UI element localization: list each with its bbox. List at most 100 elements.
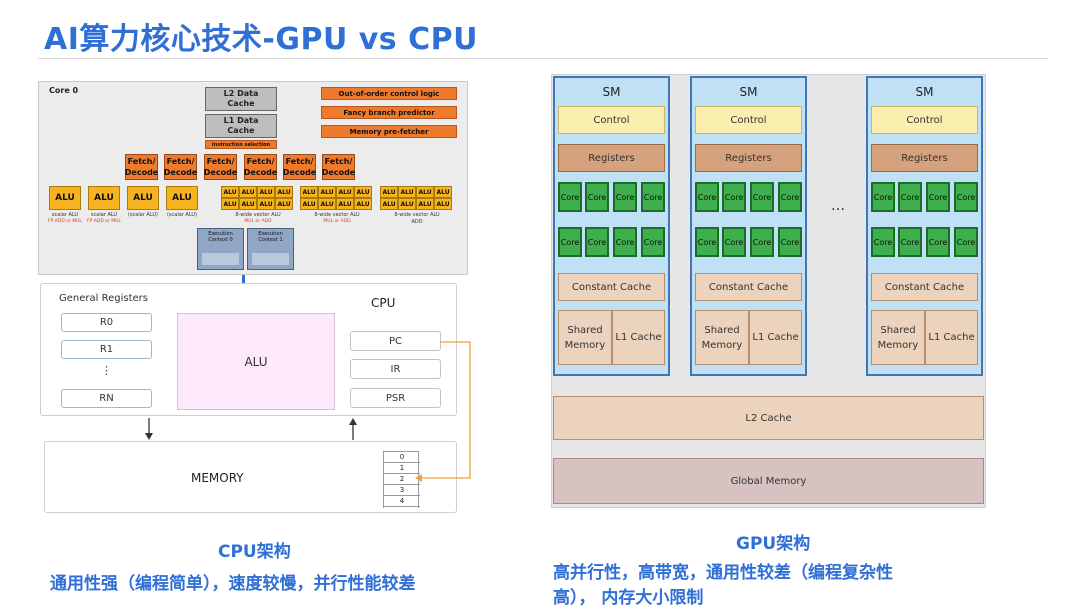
sm-registers: Registers	[558, 144, 665, 172]
l1-cache: L1 Cache	[749, 310, 802, 365]
scalar-alu-label: scalar ALU	[90, 212, 118, 218]
vector-alu-label: 8-wide vector ALU	[314, 212, 360, 218]
scalar-alu: ALU	[166, 186, 198, 210]
gpu-core: Core	[585, 182, 609, 212]
sm-ellipsis: …	[831, 198, 845, 214]
memory-address: 3	[384, 485, 420, 496]
gpu-caption-desc-line2: 高）， 内存大小限制	[553, 588, 704, 608]
streaming-multiprocessor: SM Control Registers Core Core Core Core…	[553, 76, 670, 376]
vector-alu-group: ALU ALU ALU ALU ALU ALU ALU ALU	[300, 186, 374, 210]
gpu-core: Core	[778, 182, 802, 212]
l1-cache: L1 Cache	[925, 310, 978, 365]
memory-label: MEMORY	[191, 471, 244, 485]
vector-alu-lane: ALU	[257, 186, 275, 198]
cpu-caption-title: CPU架构	[218, 542, 291, 562]
vector-alu-op: MUL or ADD	[323, 219, 351, 224]
vector-alu-lane: ALU	[416, 186, 434, 198]
vector-alu-op: ADD	[411, 219, 423, 225]
vector-alu-lane: ALU	[336, 198, 354, 210]
fetch-decode-unit: Fetch/ Decode	[125, 154, 158, 180]
sm-label: SM	[915, 85, 934, 99]
instruction-register: IR	[350, 359, 441, 379]
streaming-multiprocessor: SM Control Registers Core Core Core Core…	[866, 76, 983, 376]
gpu-core: Core	[613, 182, 637, 212]
scalar-alu-op: FP ADD or MUL	[48, 219, 82, 224]
gpu-core: Core	[722, 227, 746, 257]
scalar-alu: ALU	[49, 186, 81, 210]
cpu-architecture: General Registers CPU R0 R1 ⋮ RN ALU PC …	[40, 283, 457, 416]
vector-alu-lane: ALU	[239, 186, 257, 198]
vector-alu-lane: ALU	[300, 198, 318, 210]
general-registers-label: General Registers	[59, 293, 148, 304]
memory-address: 2	[384, 474, 420, 485]
pc-memory-connector	[415, 341, 471, 482]
fetch-decode-unit: Fetch/ Decode	[283, 154, 316, 180]
gpu-core: Core	[898, 227, 922, 257]
gpu-caption-desc-line1: 高并行性，高带宽，通用性较差（编程复杂性	[553, 563, 893, 583]
shared-memory: Shared Memory	[871, 310, 925, 365]
gpu-core: Core	[585, 227, 609, 257]
gpu-core: Core	[695, 182, 719, 212]
gpu-global-memory: Global Memory	[553, 458, 984, 504]
memory-block: MEMORY 0 1 2 3 4	[44, 441, 457, 513]
gpu-core: Core	[750, 182, 774, 212]
execution-context-storage	[202, 253, 239, 265]
scalar-alu: ALU	[127, 186, 159, 210]
gpu-core: Core	[926, 227, 950, 257]
sm-control: Control	[871, 106, 978, 134]
gpu-core: Core	[954, 227, 978, 257]
vector-alu-lane: ALU	[275, 198, 293, 210]
vector-alu-lane: ALU	[398, 186, 416, 198]
cpu-label: CPU	[371, 296, 396, 310]
cpu-caption-desc: 通用性强（编程简单），速度较慢，并行性能较差	[50, 574, 416, 594]
gpu-core: Core	[558, 182, 582, 212]
fetch-decode-unit: Fetch/ Decode	[244, 154, 277, 180]
sm-control: Control	[558, 106, 665, 134]
memory-address: 0	[384, 452, 420, 463]
gpu-caption-title: GPU架构	[736, 534, 811, 554]
l1-cache: L1 Cache	[612, 310, 665, 365]
vector-alu-lane: ALU	[416, 198, 434, 210]
gpu-core: Core	[926, 182, 950, 212]
constant-cache: Constant Cache	[871, 273, 978, 301]
gpu-l2-cache: L2 Cache	[553, 396, 984, 440]
vector-alu-lane: ALU	[318, 186, 336, 198]
gpu-core: Core	[871, 182, 895, 212]
vector-alu-lane: ALU	[300, 186, 318, 198]
vector-alu-lane: ALU	[336, 186, 354, 198]
gpu-core: Core	[613, 227, 637, 257]
vector-alu-lane: ALU	[398, 198, 416, 210]
scalar-alu-op: FP ADD or MUL	[87, 219, 121, 224]
fetch-decode-unit: Fetch/ Decode	[204, 154, 237, 180]
gpu-core: Core	[898, 182, 922, 212]
program-status-register: PSR	[350, 388, 441, 408]
register-r0: R0	[61, 313, 152, 332]
vector-alu-label: 8-wide vector ALU	[235, 212, 281, 218]
memory-address: 1	[384, 463, 420, 474]
gpu-core: Core	[641, 227, 665, 257]
scalar-alu-label: (scalar ALU)	[166, 212, 198, 218]
core-label: Core 0	[49, 86, 79, 95]
shared-memory: Shared Memory	[695, 310, 749, 365]
streaming-multiprocessor: SM Control Registers Core Core Core Core…	[690, 76, 807, 376]
title-divider	[38, 58, 1048, 59]
constant-cache: Constant Cache	[558, 273, 665, 301]
scalar-alu-label: scalar ALU	[51, 212, 79, 218]
register-ellipsis: ⋮	[101, 364, 112, 377]
memory-address: 4	[384, 496, 420, 507]
scalar-alu: ALU	[88, 186, 120, 210]
vector-alu-lane: ALU	[434, 198, 452, 210]
vector-alu-lane: ALU	[354, 198, 372, 210]
vector-alu-lane: ALU	[380, 186, 398, 198]
gpu-core: Core	[695, 227, 719, 257]
gpu-core: Core	[641, 182, 665, 212]
vector-alu-group: ALU ALU ALU ALU ALU ALU ALU ALU	[380, 186, 454, 210]
register-rn: RN	[61, 389, 152, 408]
fetch-decode-unit: Fetch/ Decode	[322, 154, 355, 180]
fancy-branch-predictor: Fancy branch predictor	[321, 106, 457, 119]
sm-registers: Registers	[695, 144, 802, 172]
memory-prefetcher: Memory pre-fetcher	[321, 125, 457, 138]
program-counter-register: PC	[350, 331, 441, 351]
vector-alu-lane: ALU	[221, 186, 239, 198]
execution-context-0: Execution Context 0	[197, 228, 244, 270]
